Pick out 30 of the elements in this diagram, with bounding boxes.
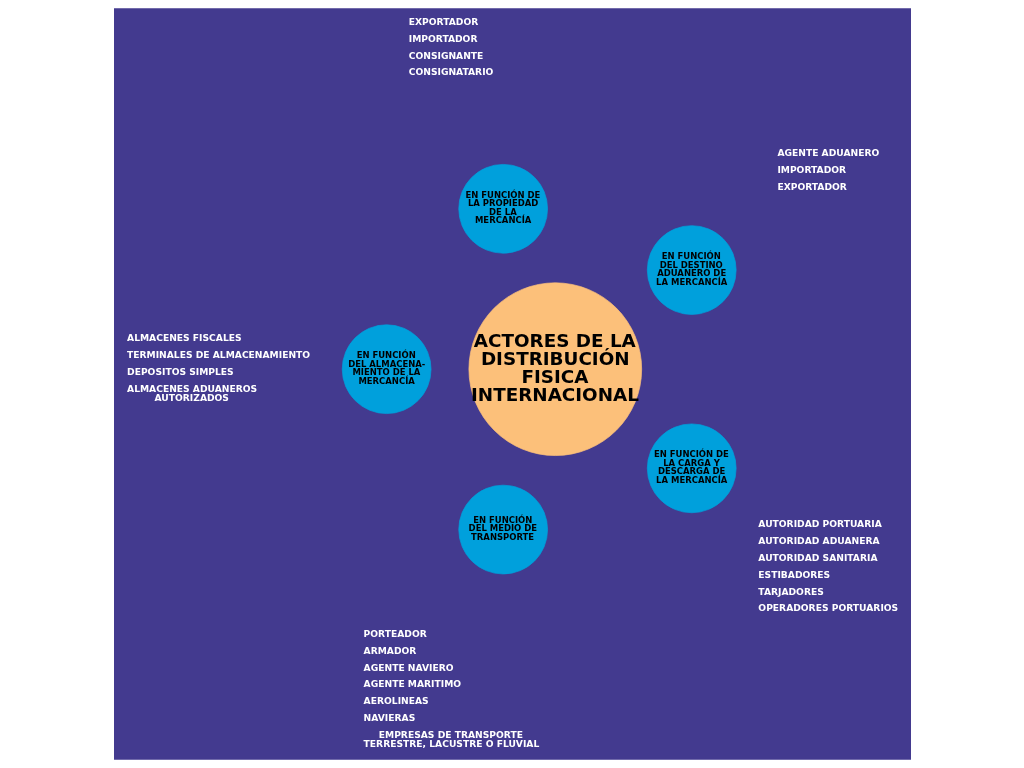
node-circle: EN FUNCIÓN DE LA PROPIEDAD DE LA MERCANCÍA <box>457 164 548 254</box>
node-label: AEROLINEAS <box>363 695 429 707</box>
node-label: AGENTE NAVIERO <box>363 661 454 673</box>
node-label: ARMADOR <box>363 644 416 656</box>
node-label: ESTIBADORES <box>757 568 830 580</box>
node-label: IMPORTADOR <box>408 32 477 44</box>
node-label: ALMACENES ADUANEROS AUTORIZADOS <box>126 383 257 404</box>
node-circle: EN FUNCIÓN DEL DESTINO ADUANERO DE LA MERCANCÍA <box>646 225 736 315</box>
node-label: EXPORTADOR <box>776 180 847 192</box>
node-circle: EN FUNCIÓN DE LA CARGA Y DESCARGA DE LA MERCANCÍA <box>646 423 736 514</box>
node-circle: EN FUNCIÓN DEL MEDIO DE TRANSPORTE <box>457 484 548 575</box>
node-label: NAVIERAS <box>363 712 415 724</box>
node-label: AUTORIDAD SANITARIA <box>757 551 877 563</box>
node-circle: ACTORES DE LA DISTRIBUCIÓN FISICA INTERNACIONAL <box>468 282 642 456</box>
node-label: EXPORTADOR <box>408 15 478 27</box>
node-label: CONSIGNATARIO <box>408 66 493 78</box>
node-label: PORTEADOR <box>363 627 427 639</box>
node-label: AUTORIDAD PORTUARIA <box>757 517 882 529</box>
node-label: ALMACENES FISCALES <box>126 332 242 344</box>
node-label: CONSIGNANTE <box>408 49 483 61</box>
node-label: TARJADORES <box>757 585 824 597</box>
node-label: AGENTE ADUANERO <box>776 146 879 158</box>
node-label: DEPOSITOS SIMPLES <box>126 366 234 378</box>
node-label: AUTORIDAD ADUANERA <box>757 534 880 546</box>
node-label: EMPRESAS DE TRANSPORTE TERRESTRE, LACUSTRE O FLUVIAL <box>363 729 539 750</box>
node-label: AGENTE MARITIMO <box>363 678 461 690</box>
node-label: OPERADORES PORTUARIOS <box>757 602 898 614</box>
node-label: TERMINALES DE ALMACENAMIENTO <box>126 349 310 361</box>
node-label: IMPORTADOR <box>776 163 846 175</box>
node-circle: EN FUNCIÓN DEL ALMACENA-MIENTO DE LA MERCANCÍA <box>341 324 431 414</box>
